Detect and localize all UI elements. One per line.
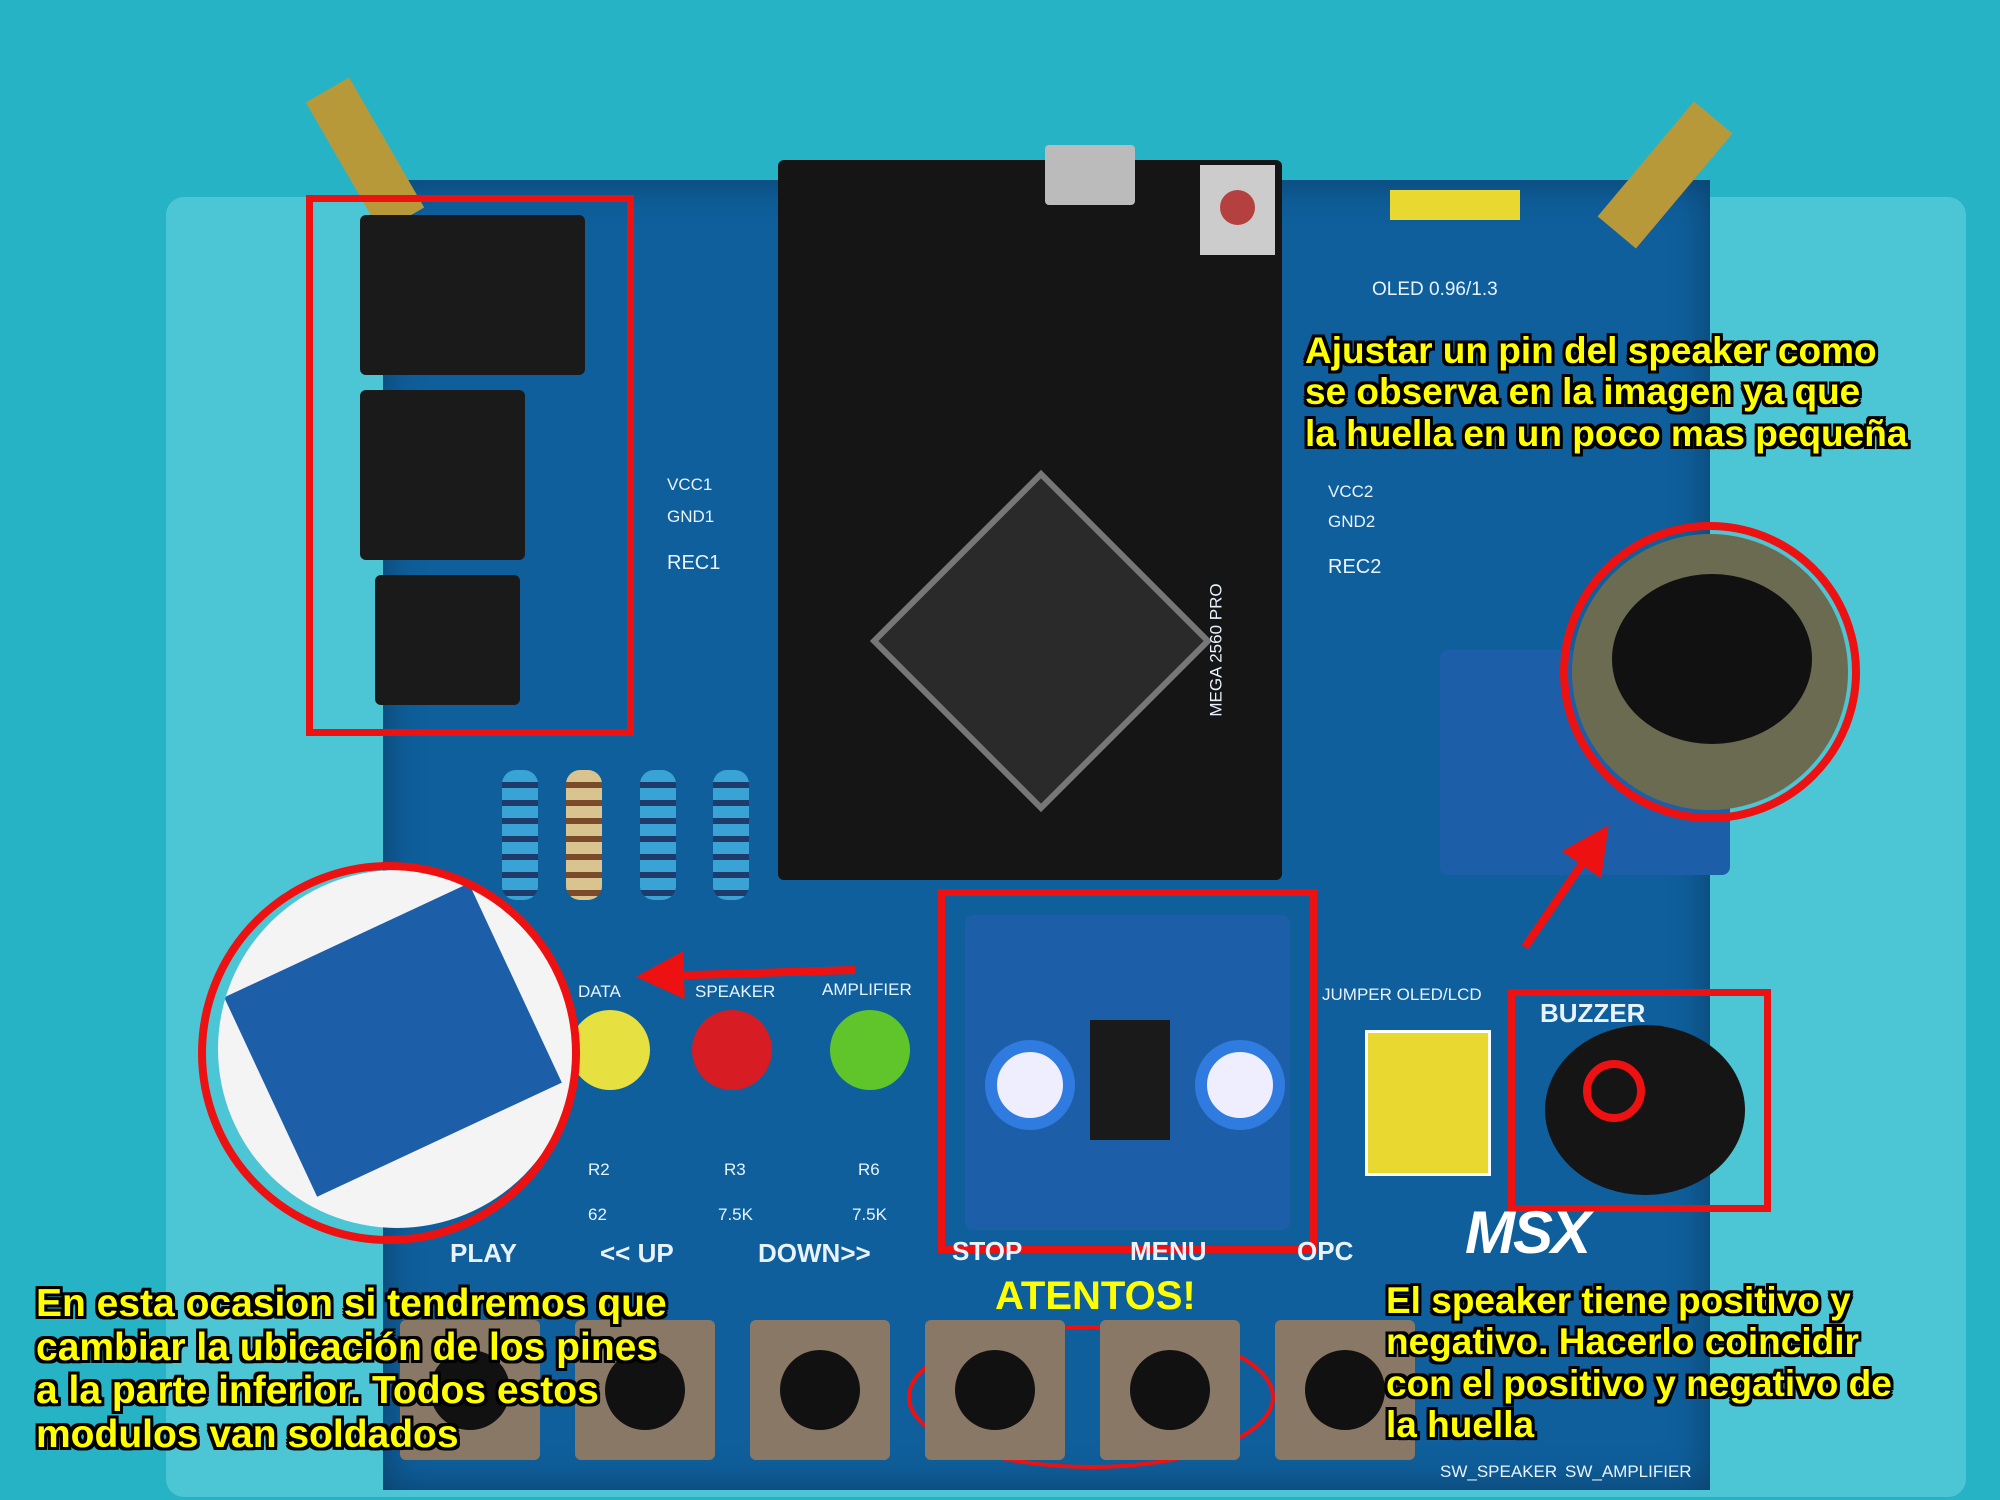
- annotation-speaker-polarity: El speaker tiene positivo y negativo. Ha…: [1386, 1280, 1892, 1446]
- label-play: PLAY: [450, 1238, 517, 1268]
- audio-jack-1: [360, 390, 525, 560]
- label-r6: R6: [858, 1160, 880, 1179]
- button-down: [750, 1320, 890, 1460]
- buzzer: [1545, 1025, 1745, 1195]
- annotation-line: En esta ocasion si tendremos que: [36, 1282, 667, 1325]
- label-r2: R2: [588, 1160, 610, 1179]
- label-gnd2: GND2: [1328, 512, 1376, 531]
- label-opc: OPC: [1297, 1236, 1354, 1266]
- led-green: [830, 1010, 910, 1090]
- jumper-block: [1365, 1030, 1491, 1176]
- annotation-line: se observa en la imagen ya que: [1305, 371, 1861, 413]
- annotation-line: la huella: [1386, 1404, 1535, 1446]
- button-play: [400, 1320, 540, 1460]
- label-oled: OLED 0.96/1.3: [1372, 279, 1498, 300]
- label-jumper: JUMPER OLED/LCD: [1322, 985, 1482, 1004]
- led-yellow: [570, 1010, 650, 1090]
- resistor: [713, 770, 749, 900]
- annotation-line: negativo. Hacerlo coincidir: [1386, 1321, 1859, 1363]
- highlight-buzzer-positive: [1583, 1060, 1645, 1122]
- label-buzzer: BUZZER: [1540, 998, 1646, 1028]
- arrow-to-module: [636, 951, 856, 1000]
- label-rec2: REC2: [1328, 556, 1382, 578]
- resistor: [566, 770, 602, 900]
- annotation-line: Ajustar un pin del speaker como: [1305, 330, 1877, 371]
- resistor: [502, 770, 538, 900]
- button-opc: [1275, 1320, 1415, 1460]
- msx-logo: MSX: [1465, 1199, 1591, 1266]
- annotation-line: a la parte inferior. Todos estos: [36, 1369, 599, 1413]
- annotation-line: cambiar la ubicación de los pines: [36, 1325, 659, 1369]
- annotation-line: la huella en un poco mas pequeña: [1305, 412, 1908, 454]
- label-data: DATA: [578, 982, 621, 1001]
- label-vcc1: VCC1: [667, 475, 713, 494]
- label-r3: R3: [724, 1160, 746, 1179]
- label-sw-speaker: SW_SPEAKER: [1440, 1462, 1558, 1481]
- oled-header-pins: [1390, 190, 1520, 220]
- dc-jack: [360, 215, 585, 375]
- warning-label: ATENTOS!: [995, 1274, 1196, 1318]
- label-r3-value: 7.5K: [718, 1205, 753, 1224]
- annotation-line: modulos van soldados: [36, 1413, 459, 1457]
- highlight-buzzer: [1508, 989, 1771, 1212]
- label-r6-value: 7.5K: [852, 1205, 887, 1224]
- label-sw-amplifier: SW_AMPLIFIER: [1565, 1462, 1692, 1481]
- highlight-speaker-closeup: [1560, 522, 1860, 822]
- label-stop: STOP: [952, 1236, 1023, 1266]
- annotation-line: El speaker tiene positivo y: [1386, 1280, 1851, 1321]
- highlight-audio-jacks: [306, 195, 634, 736]
- annotation-speaker-pin: Ajustar un pin del speaker como se obser…: [1305, 330, 1907, 454]
- label-speaker: SPEAKER: [695, 982, 776, 1001]
- label-up: << UP: [600, 1238, 674, 1268]
- annotation-line: con el positivo y negativo de: [1386, 1362, 1892, 1404]
- amplifier-chip: [1090, 1020, 1170, 1140]
- annotation-pins-relocation: En esta ocasion si tendremos que cambiar…: [36, 1282, 667, 1457]
- label-r2-value: 62: [588, 1205, 607, 1224]
- resistor: [640, 770, 676, 900]
- label-menu: MENU: [1130, 1236, 1207, 1266]
- label-down: DOWN>>: [758, 1238, 871, 1268]
- highlight-module-closeup: [198, 862, 580, 1244]
- highlight-buttons-ellipse: [907, 1325, 1275, 1469]
- highlight-amplifier-module: [938, 889, 1317, 1253]
- arrow-to-speaker: [1521, 825, 1609, 950]
- usb-port: [1045, 145, 1135, 205]
- button-stop: [925, 1320, 1065, 1460]
- led-red: [692, 1010, 772, 1090]
- label-gnd1: GND1: [667, 507, 715, 526]
- button-up: [575, 1320, 715, 1460]
- reset-button: [1200, 165, 1275, 255]
- label-vcc2: VCC2: [1328, 482, 1374, 501]
- label-amplifier: AMPLIFIER: [822, 980, 912, 999]
- label-rec1: REC1: [667, 552, 721, 574]
- button-menu: [1100, 1320, 1240, 1460]
- audio-jack-2: [375, 575, 520, 705]
